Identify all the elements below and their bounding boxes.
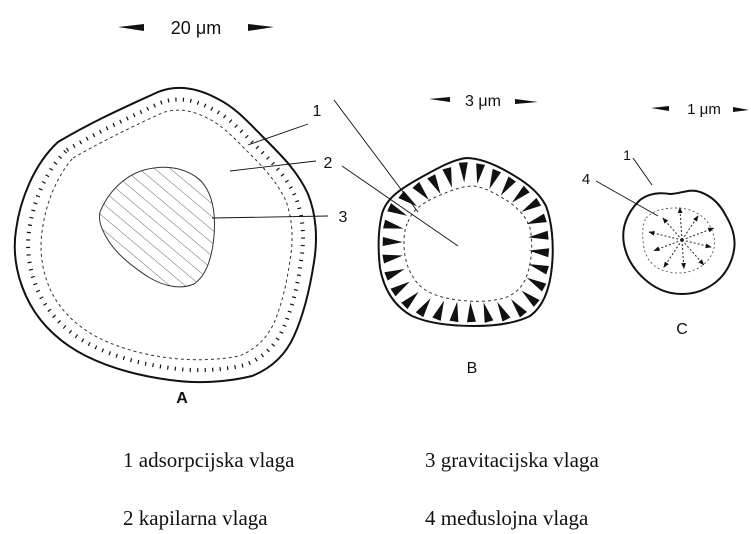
wedge-mark: [522, 198, 542, 212]
wedge-mark: [384, 269, 404, 281]
leader-line-4: [596, 181, 658, 216]
scale-bar-b-label: 3 μm: [465, 93, 501, 110]
scale-bar-b: 3 μm: [429, 93, 538, 110]
wedge-mark: [427, 174, 440, 194]
ray-arrow: [680, 208, 682, 240]
wedge-mark: [383, 220, 403, 229]
ray-arrow: [682, 240, 711, 247]
leader-line-1-b: [334, 100, 418, 212]
wedge-mark: [522, 291, 540, 307]
gravitational-water-core: [99, 167, 214, 287]
wedge-mark: [391, 282, 410, 297]
wedge-mark: [527, 278, 547, 292]
scale-bar-a: 20 μm: [118, 18, 274, 38]
callout-2: 2: [324, 155, 333, 172]
wedge-mark: [401, 292, 418, 309]
right-arrow-icon: [515, 99, 538, 104]
wedge-mark: [512, 186, 530, 203]
wedge-mark: [442, 167, 452, 187]
particle-b: [379, 158, 553, 326]
scale-bar-c-label: 1 μm: [687, 101, 721, 118]
ray-arrow: [649, 232, 682, 240]
wedge-mark: [489, 169, 501, 189]
right-arrow-icon: [248, 24, 274, 31]
leader-line-2-b: [342, 166, 458, 246]
leader-line-1-a: [248, 124, 308, 145]
ray-arrow: [664, 240, 682, 267]
legend-item-1: 1 adsorpcijska vlaga: [123, 448, 294, 473]
ray-arrow: [682, 216, 698, 240]
wedge-mark: [484, 302, 494, 322]
wedge-mark: [432, 301, 444, 321]
wedge-mark: [501, 177, 516, 196]
ray-arrow: [663, 218, 682, 240]
ray-arrow: [682, 240, 684, 268]
ray-arrow: [682, 228, 714, 240]
particle-label-c: C: [676, 321, 688, 338]
callout-c-1: 1: [623, 147, 631, 163]
wedge-mark: [387, 203, 407, 216]
ray-arrow: [682, 240, 704, 265]
legend-item-2: 2 kapilarna vlaga: [123, 506, 268, 531]
ray-arrow: [654, 240, 682, 251]
left-arrow-icon: [651, 106, 669, 111]
callout-4: 4: [582, 171, 590, 188]
particle-c-inner-boundary: [643, 208, 715, 273]
wedge-mark: [526, 214, 546, 225]
legend-item-4: 4 međuslojna vlaga: [425, 506, 588, 531]
wedge-mark: [412, 182, 428, 200]
leader-line-3: [212, 216, 328, 218]
wedge-mark: [416, 298, 431, 317]
leader-line-c-1: [633, 158, 652, 185]
particle-a: [15, 88, 316, 382]
legend-item-3: 3 gravitacijska vlaga: [425, 448, 599, 473]
wedge-mark: [476, 163, 485, 183]
wedge-mark: [467, 302, 476, 322]
interlayer-water-arrows: [649, 208, 714, 269]
leader-line-2-a: [230, 161, 316, 171]
particle-label-a: A: [176, 390, 188, 407]
left-arrow-icon: [118, 24, 144, 31]
right-arrow-icon: [733, 107, 749, 112]
wedge-mark: [529, 264, 549, 274]
wedge-mark: [383, 237, 403, 246]
wedge-mark: [511, 299, 527, 317]
wedge-mark: [382, 255, 402, 264]
scale-bar-a-label: 20 μm: [171, 18, 221, 38]
particle-b-inner-boundary: [404, 186, 532, 301]
leader-lines: [212, 100, 658, 246]
callout-1: 1: [313, 103, 322, 120]
particle-label-b: B: [467, 360, 478, 377]
callout-3: 3: [339, 209, 348, 226]
wedge-mark: [497, 302, 510, 322]
wedge-mark: [459, 162, 468, 182]
scale-bar-c: 1 μm: [651, 101, 749, 118]
left-arrow-icon: [429, 97, 450, 102]
wedge-mark: [449, 302, 458, 322]
